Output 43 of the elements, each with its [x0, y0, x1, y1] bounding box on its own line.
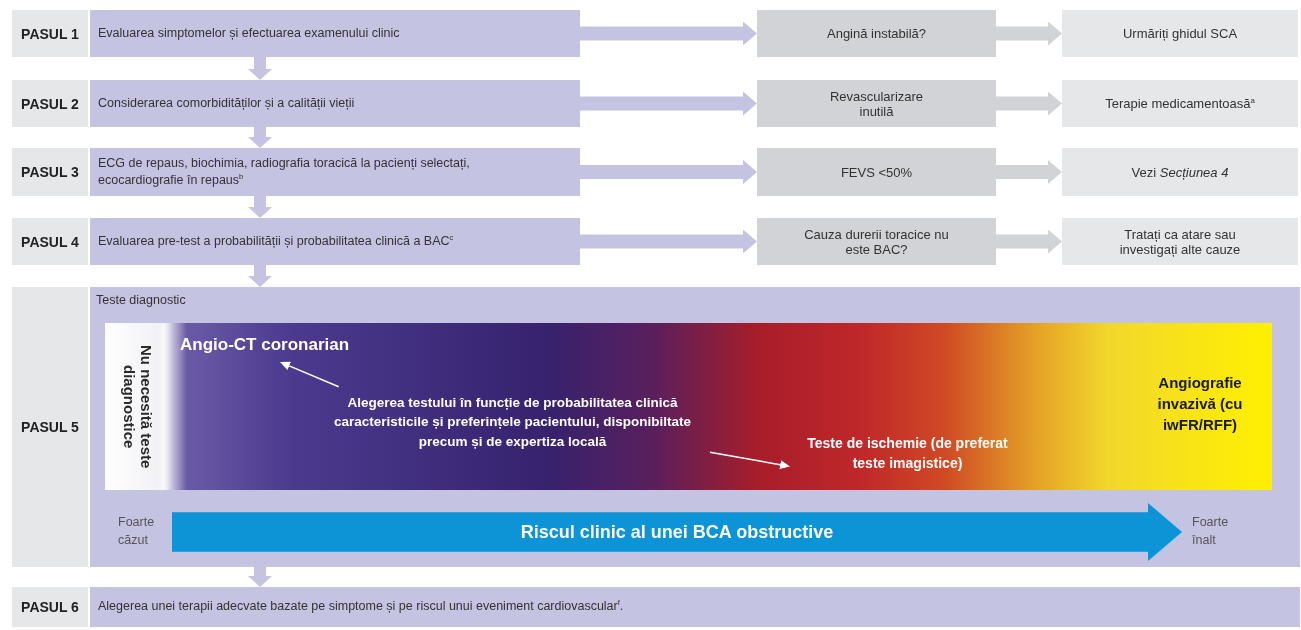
question-box: Angină instabilă?	[757, 10, 996, 57]
leader-line	[279, 361, 340, 388]
question-box: Cauza durerii toracice nu este BAC?	[757, 218, 996, 265]
step-label: PASUL 3	[12, 148, 88, 196]
action-box: Vezi Secțiunea 4	[1062, 148, 1298, 196]
arrow	[580, 229, 757, 254]
action-box: Urmăriți ghidul SCA	[1062, 10, 1298, 57]
arrow-label: Riscul clinic al unei BCA obstructive	[520, 521, 834, 543]
step-box: Evaluarea pre-test a probabilității și probabilitatea clinică a BAC$^{c}$	[90, 218, 580, 265]
annotation-text: Alegerea testului în funcție de probabilitatea clinică caracteristicile și preferințele pacientului, disponibiltate precum și de expertiza locală	[315, 380, 710, 464]
arrow	[248, 57, 272, 80]
option-label: Angiografie invazivă (cu iwFR/RFF)	[1140, 360, 1260, 446]
question-box: FEVS <50%	[757, 148, 996, 196]
arrow	[580, 21, 757, 46]
arrow	[248, 567, 272, 587]
step-label: PASUL 5	[12, 287, 88, 567]
arrow	[248, 127, 272, 148]
arrow	[248, 265, 272, 287]
step-label: PASUL 1	[12, 10, 88, 57]
action-box: Terapie medicamentoasă$^{a}$	[1062, 80, 1298, 127]
arrow	[580, 160, 757, 184]
step-box: Considerarea comorbidităților și a calității vieții	[90, 80, 580, 127]
gradient-band	[105, 323, 1272, 490]
option-label: Teste de ischemie (de preferat teste imagistice)	[790, 425, 1025, 481]
scale-end-label: Foarte căzut	[118, 514, 156, 550]
step-label: PASUL 2	[12, 80, 88, 127]
step-label: PASUL 4	[12, 218, 88, 265]
arrow	[996, 21, 1062, 46]
question-box: Revascularizare inutilă	[757, 80, 996, 127]
step-box: Evaluarea simptomelor și efectuarea examenului clinic	[90, 10, 580, 57]
option-label: Angio-CT coronarian	[176, 328, 376, 362]
arrow	[996, 91, 1062, 116]
scale-end-label: Foarte înalt	[1192, 514, 1230, 550]
arrow	[248, 196, 272, 218]
arrow	[996, 160, 1062, 184]
arrow	[580, 91, 757, 116]
leader-line	[709, 451, 791, 470]
panel-heading: Teste diagnostic	[96, 293, 186, 307]
arrow	[996, 229, 1062, 254]
step-box: ECG de repaus, biochimia, radiografia toracică la pacienți selectați, ecocardiografie în repaus$^{b}$	[90, 148, 580, 196]
action-box: Tratați ca atare sau investigați alte cauze	[1062, 218, 1298, 265]
step-label: PASUL 6	[12, 587, 88, 627]
step-box: Alegerea unei terapii adecvate bazate pe simptome și pe riscul unui eveniment cardiovascular$^{f}$.	[90, 587, 1300, 627]
